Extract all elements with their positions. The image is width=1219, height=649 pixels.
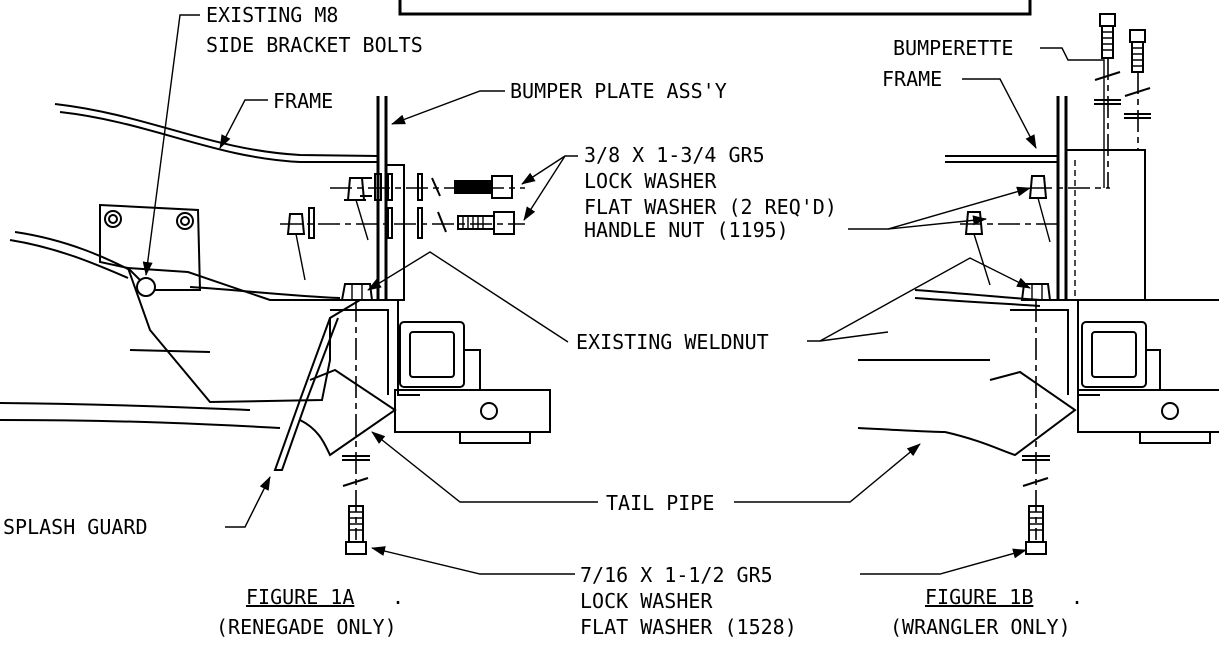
label-side-bracket-bolts-l1: EXISTING M8 — [206, 3, 338, 27]
bumper-plate-1a — [376, 96, 388, 300]
label-hardware-large-l2: LOCK WASHER — [580, 589, 713, 613]
small-bolt-assembly-1a — [280, 173, 525, 281]
label-side-bracket-bolts-l2: SIDE BRACKET BOLTS — [206, 33, 423, 57]
bumperette-1b — [1066, 149, 1146, 301]
receiver-tube-1b — [1081, 321, 1147, 388]
label-hardware-small-l3: FLAT WASHER (2 REQ'D) — [584, 195, 837, 219]
frame-rail-left — [54, 103, 379, 157]
label-existing-weldnut: EXISTING WELDNUT — [576, 330, 769, 354]
label-tail-pipe: TAIL PIPE — [606, 491, 714, 515]
figure-1b-note: (WRANGLER ONLY) — [890, 615, 1071, 639]
weldnut-1a — [340, 283, 374, 301]
bumper-plate-1b — [1056, 96, 1068, 300]
large-bolt-assembly-1b — [1022, 300, 1050, 555]
callout-labels: EXISTING M8 SIDE BRACKET BOLTS FRAME BUM… — [3, 3, 1013, 639]
label-bumperette: BUMPERETTE — [893, 36, 1013, 60]
lower-bracket-1a — [126, 266, 364, 404]
label-hardware-small-l2: LOCK WASHER — [584, 169, 717, 193]
hitch-pin-hole-1a — [480, 402, 498, 420]
label-hardware-large-l1: 7/16 X 1-1/2 GR5 — [580, 563, 773, 587]
figure-1a-note: (RENEGADE ONLY) — [216, 615, 397, 639]
figure-1b-drawing — [857, 13, 1219, 555]
figure-1a-drawing — [0, 96, 551, 555]
m8-bolt-head-1a — [136, 277, 156, 297]
weldnut-1b — [1020, 283, 1052, 301]
receiver-tube-1a — [399, 321, 465, 388]
title-box-edge — [398, 0, 1032, 16]
label-hardware-small-l1: 3/8 X 1-3/4 GR5 — [584, 143, 765, 167]
figure-1b-title: FIGURE 1B — [925, 585, 1033, 609]
figure-1a-period: . — [392, 585, 404, 609]
splash-guard-1a — [273, 317, 339, 471]
label-splash-guard: SPLASH GUARD — [3, 515, 148, 539]
figure-captions: FIGURE 1A . (RENEGADE ONLY) FIGURE 1B . … — [216, 585, 1083, 639]
label-hardware-small-l4: HANDLE NUT (1195) — [584, 218, 789, 242]
figure-1a-title: FIGURE 1A — [246, 585, 354, 609]
leader-lines — [142, 14, 1105, 575]
hitch-bar-1a — [394, 389, 551, 433]
large-bolt-assembly-1a — [342, 300, 370, 555]
hitch-arm-1a — [360, 299, 420, 396]
label-frame-right: FRAME — [882, 67, 942, 91]
label-bumper-plate: BUMPER PLATE ASS'Y — [510, 79, 727, 103]
label-frame-left: FRAME — [273, 89, 333, 113]
top-bolt-stack-1b — [1094, 13, 1151, 188]
tail-pipe-1b — [944, 370, 1077, 457]
tail-pipe-1a — [299, 368, 397, 457]
figure-1b-period: . — [1071, 585, 1083, 609]
frame-rail-left-lower — [59, 111, 378, 163]
hitch-bar-1b — [1077, 389, 1219, 433]
label-hardware-large-l3: FLAT WASHER (1528) — [580, 615, 797, 639]
hitch-pin-hole-1b — [1161, 402, 1179, 420]
